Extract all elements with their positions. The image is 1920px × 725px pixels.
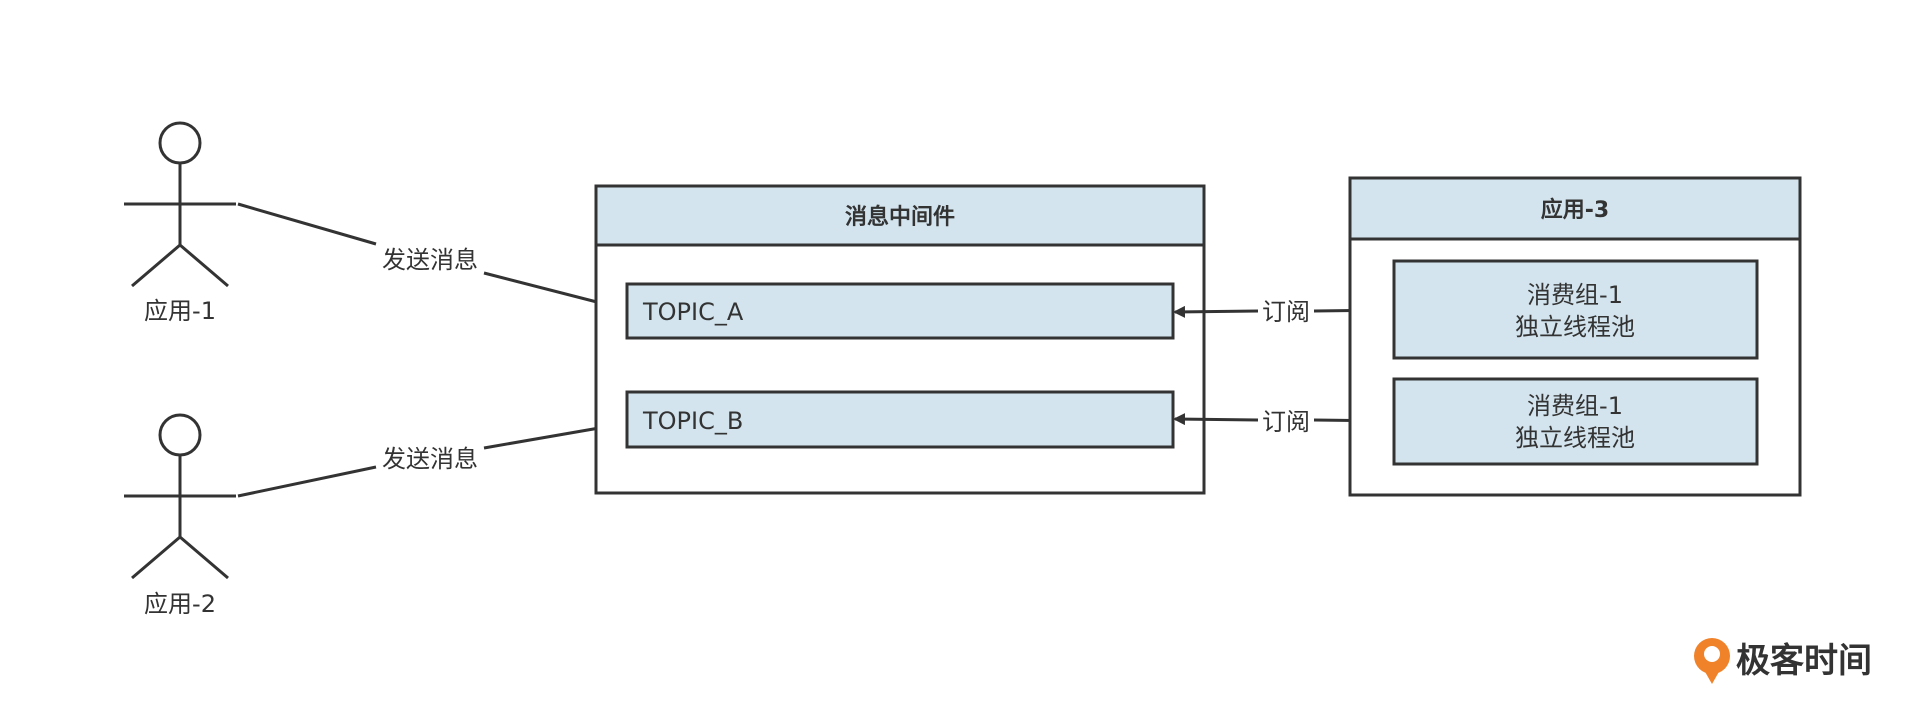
actor-leg-left: [131, 243, 181, 288]
app3-title: 应用-3: [1541, 197, 1609, 223]
actor-app-1: 应用-1: [124, 121, 236, 325]
subscribe-edge-label: 订阅: [1262, 408, 1310, 436]
consumer-line2: 独立线程池: [1515, 424, 1635, 452]
topic-a-label: TOPIC_A: [642, 298, 744, 326]
consumer-box: [1392, 259, 1759, 360]
actor-head: [158, 121, 202, 165]
middleware-header: [594, 184, 1206, 247]
edge-line: [237, 202, 377, 246]
actor-app-2: 应用-2: [124, 413, 236, 618]
consumer-line2: 独立线程池: [1515, 313, 1635, 341]
send-edge-label: 发送消息: [382, 246, 478, 274]
geektime-logo: 极客时间: [1694, 638, 1872, 684]
consumer-line1: 消费组-1: [1527, 392, 1623, 420]
middleware-container: 消息中间件 TOPIC_A TOPIC_B: [594, 184, 1206, 495]
send-edge-2: 发送消息: [237, 418, 630, 498]
actor-head: [158, 413, 202, 457]
subscribe-edge-label: 订阅: [1262, 298, 1310, 326]
actor-leg-right: [179, 243, 229, 288]
actor-label: 应用-2: [144, 590, 216, 618]
geektime-logo-icon: [1694, 638, 1730, 684]
app3-header: [1348, 176, 1802, 241]
topic-b-label: TOPIC_B: [642, 407, 743, 435]
send-edge-1: 发送消息: [237, 202, 630, 314]
topic-a-box: [625, 282, 1175, 340]
edge-line: [1173, 413, 1259, 426]
actor-label: 应用-1: [144, 297, 216, 325]
subscribe-edge-1: 订阅: [1173, 298, 1395, 326]
topic-b-box: [625, 390, 1175, 449]
actor-leg-left: [131, 535, 181, 580]
middleware-title: 消息中间件: [845, 204, 955, 230]
logo-text: 极客时间: [1736, 641, 1872, 681]
edge-line: [1173, 305, 1259, 318]
consumer-line1: 消费组-1: [1527, 281, 1623, 309]
actor-leg-right: [179, 535, 229, 580]
app3-container: 应用-3 消费组-1 独立线程池 消费组-1 独立线程池: [1348, 176, 1802, 497]
edge-line: [237, 465, 377, 498]
consumer-box: [1392, 377, 1759, 466]
send-edge-label: 发送消息: [382, 445, 478, 473]
